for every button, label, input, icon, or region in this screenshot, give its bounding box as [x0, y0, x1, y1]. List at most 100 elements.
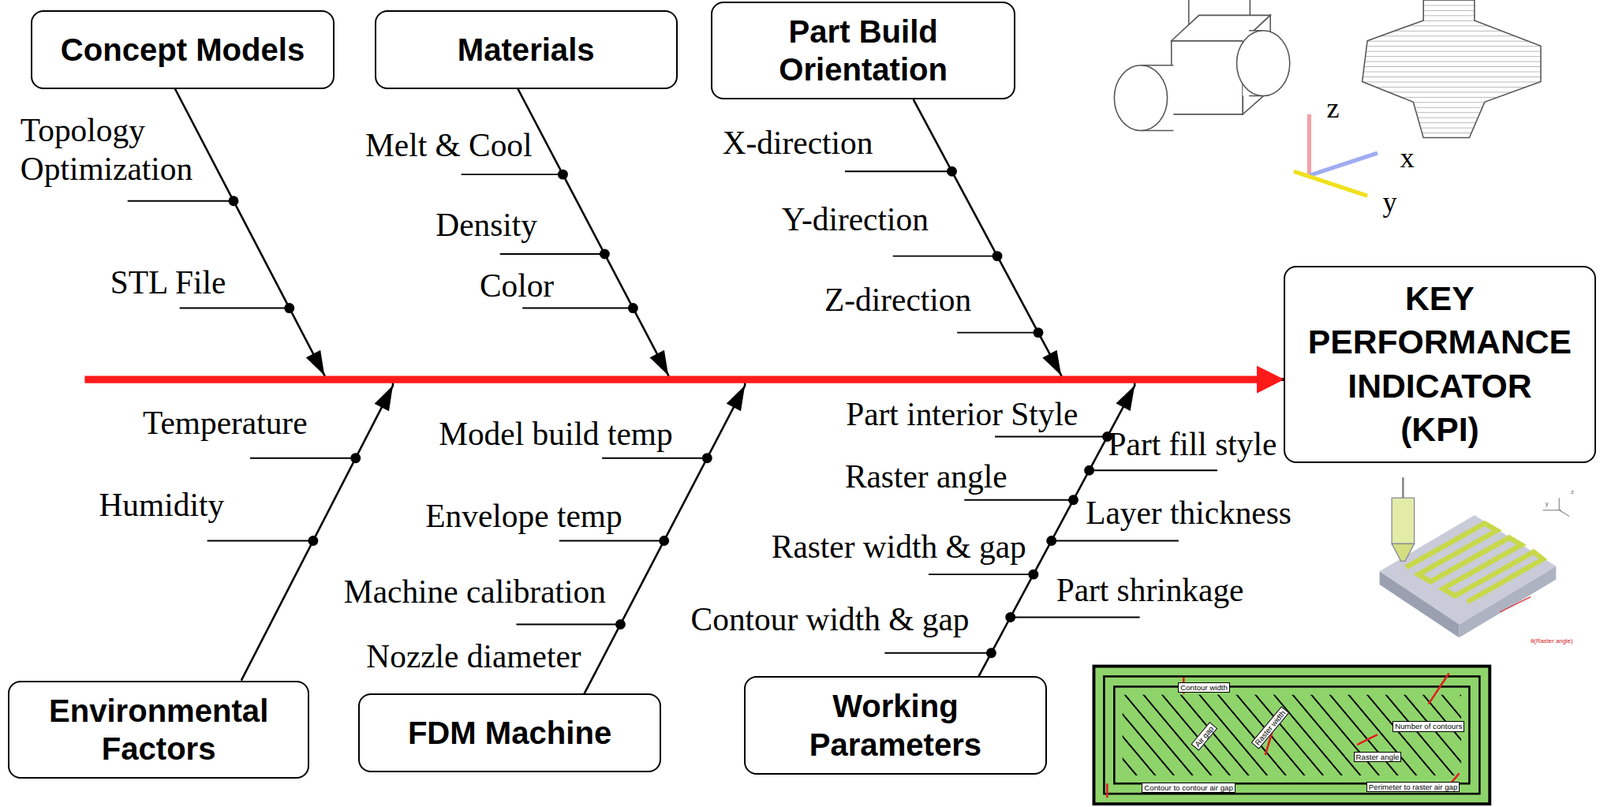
cause-label: Topology Optimization [20, 111, 193, 190]
cylinder-end [1237, 30, 1290, 97]
dimension-mark [1106, 673, 1459, 799]
kpi-box: KEY PERFORMANCE INDICATOR (KPI) [1283, 265, 1597, 464]
bone-arrowhead [1042, 350, 1062, 376]
junction-dot [1084, 465, 1095, 476]
x-axis [1308, 153, 1378, 176]
junction-dot [702, 452, 713, 464]
axis-label: z [1570, 488, 1574, 496]
y-axis [1293, 171, 1368, 196]
nozzle-tip [1391, 543, 1414, 561]
cause-label: Envelope temp [425, 497, 622, 536]
category-label: Materials [457, 30, 595, 69]
junction-dot [284, 302, 295, 314]
junction-dot [228, 195, 240, 206]
cause-label: STL File [110, 263, 227, 303]
category-box: Environmental Factors [7, 680, 310, 779]
callout-label: Number of contours [1392, 721, 1465, 732]
junction-dot [946, 166, 958, 177]
leader-line [957, 332, 1039, 334]
junction-dot [658, 535, 670, 546]
cause-label: Part shrinkage [1056, 571, 1245, 610]
category-label: Concept Models [60, 30, 306, 69]
leader-line [964, 499, 1073, 501]
leader-line [994, 436, 1107, 438]
category-label: Part Build Orientation [723, 12, 1002, 89]
cause-label: Temperature [142, 403, 307, 443]
junction-dot [1005, 612, 1016, 623]
nozzle-body [1391, 497, 1414, 544]
cube-face [1171, 41, 1244, 115]
leader-line [601, 457, 707, 460]
junction-dot [1068, 494, 1079, 505]
cause-connector [584, 379, 1284, 694]
callout-label: θ(Raster angle) [1530, 637, 1573, 645]
leader-line [844, 170, 953, 172]
bone-arrowhead [650, 350, 670, 376]
junction-dot [599, 249, 610, 260]
category-box: Materials [374, 10, 678, 90]
bone-arrowhead [306, 350, 326, 376]
callout-label: Raster width [1251, 706, 1290, 749]
junction-dot [1033, 327, 1044, 338]
axis-label: y [1545, 500, 1549, 508]
callout-label: Perimeter to raster air gap [1366, 781, 1461, 793]
leader-line [893, 255, 998, 258]
callout-label: Contour to contour air gap [1141, 782, 1236, 793]
axis-symbol [1543, 497, 1571, 516]
bone-arrowhead [726, 385, 746, 412]
contour-line [1103, 676, 1480, 794]
callout-label: Raster angle [1353, 751, 1402, 763]
cause-label: Color [479, 266, 554, 306]
category-box: Part Build Orientation [710, 1, 1015, 100]
leader-line [1010, 616, 1141, 618]
cause-connector [175, 88, 1284, 380]
cylinder-end [1114, 65, 1167, 131]
cause-label: Raster width & gap [771, 527, 1027, 567]
junction-dot [1028, 569, 1039, 580]
bone-arrowhead [1115, 385, 1135, 412]
build-plate [1379, 571, 1460, 638]
kpi-label: KEY PERFORMANCE INDICATOR (KPI) [1308, 276, 1572, 453]
cause-label: X-direction [722, 123, 874, 163]
cause-label: Part interior Style [845, 395, 1078, 434]
spine-line [84, 376, 1257, 384]
axis-label: x [1400, 141, 1415, 176]
junction-dot [992, 250, 1003, 262]
cause-label: Z-direction [824, 280, 972, 320]
leader-line [461, 173, 564, 176]
leader-line [127, 200, 234, 202]
cause-connector [913, 99, 1284, 380]
category-box: FDM Machine [358, 693, 662, 773]
cause-label: Nozzle diameter [366, 637, 581, 677]
leader-line [1089, 469, 1218, 472]
callout-label: Contour width [1177, 682, 1230, 693]
leader-line [500, 253, 606, 255]
cause-label: Raster angle [844, 457, 1008, 497]
cause-label: Machine calibration [343, 572, 606, 612]
leader-line [1051, 539, 1179, 542]
layered-part [1362, 0, 1541, 139]
leader-line [250, 457, 356, 460]
axis-label: y [1383, 185, 1398, 220]
leader-line [515, 624, 621, 626]
junction-dot [350, 452, 361, 464]
raster-fill [1122, 695, 1462, 776]
leader-line [928, 573, 1034, 576]
junction-dot [628, 302, 639, 314]
contour-line [1114, 686, 1470, 784]
bone-arrowhead [374, 385, 393, 412]
leader-line [522, 307, 633, 310]
junction-dot [986, 647, 997, 658]
junction-dot [1046, 535, 1057, 546]
cause-label: Humidity [98, 485, 225, 525]
leader-line [559, 539, 665, 542]
category-label: FDM Machine [407, 714, 612, 752]
junction-dot [615, 619, 626, 630]
cause-label: Contour width & gap [691, 600, 970, 640]
leader-line [884, 652, 991, 655]
cause-label: Model build temp [438, 414, 673, 454]
cause-label: Layer thickness [1085, 493, 1292, 533]
callout-label: Air gap [1190, 722, 1218, 752]
cause-connector [517, 88, 1284, 380]
